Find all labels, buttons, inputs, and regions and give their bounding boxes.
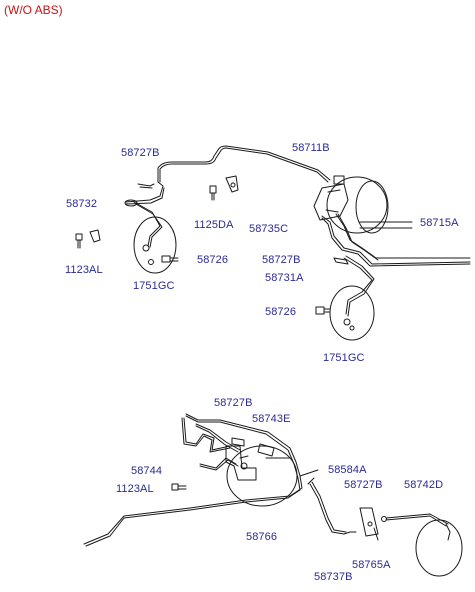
- left-front-wheel-outline: [133, 216, 177, 274]
- label-58744: 58744: [131, 465, 163, 477]
- fitting-58743E: [257, 443, 275, 457]
- right-rear-wheel-outline: [415, 519, 463, 577]
- clip-58727B-top: [137, 183, 155, 189]
- label-58731A: 58731A: [265, 272, 304, 284]
- bolt-58726-top: [161, 255, 179, 263]
- label-1125DA: 1125DA: [194, 219, 234, 231]
- label-58737B: 58737B: [314, 571, 353, 583]
- label-58727B-mid: 58727B: [262, 254, 301, 266]
- clip-58727B-bottom: [231, 437, 245, 447]
- bolt-1123AL-bottom: [171, 483, 187, 491]
- bracket-58765A: [359, 507, 379, 541]
- label-58735C: 58735C: [249, 223, 289, 235]
- label-58727B-right: 58727B: [344, 479, 383, 491]
- label-58766: 58766: [246, 531, 278, 543]
- label-58726-top: 58726: [197, 254, 229, 266]
- label-58743E: 58743E: [252, 413, 291, 425]
- variant-title: (W/O ABS): [4, 3, 63, 17]
- label-58584A: 58584A: [328, 464, 367, 476]
- bolt-1123AL-top: [75, 229, 101, 249]
- label-58715A: 58715A: [420, 217, 459, 229]
- label-1751GC-right: 1751GC: [323, 352, 365, 364]
- label-58711B: 58711B: [292, 142, 330, 154]
- tube-58711B: [157, 145, 331, 183]
- bracket-top: [225, 175, 239, 193]
- bolt-58726-mid: [315, 306, 331, 315]
- label-58726-mid: 58726: [265, 306, 297, 318]
- tube-58732: [125, 181, 164, 203]
- label-58742D: 58742D: [404, 479, 444, 491]
- bracket-58766-outline: [226, 445, 298, 507]
- label-58727B-top: 58727B: [121, 147, 160, 159]
- bolt-1125DA: [209, 185, 217, 201]
- label-1123AL-top: 1123AL: [65, 264, 103, 276]
- label-58732: 58732: [66, 198, 98, 210]
- label-1751GC-left: 1751GC: [133, 280, 175, 292]
- label-58765A: 58765A: [352, 559, 391, 571]
- label-1123AL-bottom: 1123AL: [116, 483, 154, 495]
- master-cylinder-booster: [313, 175, 389, 234]
- clip-58727B-mid: [333, 257, 349, 265]
- label-58727B-bottom: 58727B: [214, 397, 253, 409]
